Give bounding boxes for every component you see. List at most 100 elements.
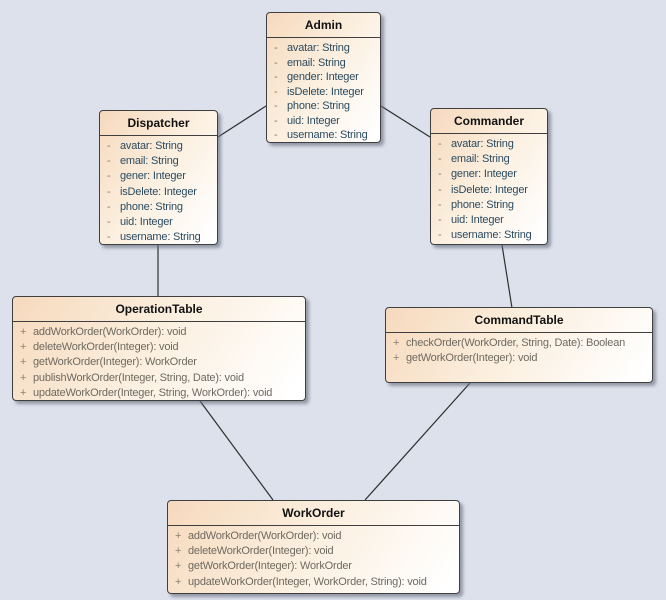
attribute-text: uid: Integer [287,114,340,127]
attribute-row: -isDelete: Integer [274,85,378,100]
public-visibility-icon: + [175,575,182,588]
class-title: Dispatcher [100,111,217,136]
method-text: getWorkOrder(Integer): void [406,352,538,365]
private-visibility-icon: - [107,231,111,244]
private-visibility-icon: - [438,213,442,226]
method-text: addWorkOrder(WorkOrder): void [33,326,187,338]
private-visibility-icon: - [438,198,442,211]
attribute-row: -isDelete: Integer [107,185,215,200]
private-visibility-icon: - [438,183,442,196]
private-visibility-icon: - [274,56,278,69]
connector-dispatcher-admin [217,105,267,138]
attribute-text: username: String [287,129,368,141]
method-row: + checkOrder(WorkOrder, String, Date): Bo… [393,336,650,351]
attribute-row: -uid: Integer [274,114,378,129]
class-title: OperationTable [13,297,305,322]
attribute-row: -uid: Integer [107,215,215,230]
attribute-row: -phone: String [107,200,215,215]
attribute-text: uid: Integer [120,215,173,228]
private-visibility-icon: - [107,140,111,152]
attribute-text: isDelete: Integer [451,183,528,196]
private-visibility-icon: - [438,153,442,166]
attribute-row: -email: String [107,154,215,169]
attribute-text: username: String [120,231,201,244]
attribute-row: -isDelete: Integer [438,183,545,198]
attribute-row: -gener: Integer [438,167,545,182]
attribute-row: -phone: String [438,198,545,213]
attribute-text: phone: String [120,200,183,213]
class-admin[interactable]: Admin -avatar: String -email: String -ge… [266,12,381,143]
class-attributes: -avatar: String -email: String -gener: I… [431,134,547,243]
class-methods: +addWorkOrder(WorkOrder): void +deleteWo… [13,322,305,400]
class-title: WorkOrder [168,501,459,526]
attribute-row: -email: String [274,56,378,71]
method-row: + getWorkOrder(Integer): WorkOrder [175,559,457,574]
attribute-text: gender: Integer [287,71,359,83]
method-row: + updateWorkOrder(Integer, String, WorkOr… [20,386,303,400]
attribute-row: -gener: Integer [107,169,215,184]
class-operationtable[interactable]: OperationTable + addWorkOrder(WorkOrder):… [12,296,306,401]
class-title: CommandTable [386,308,652,333]
attribute-text: email: String [451,153,510,166]
method-row: + addWorkOrder(WorkOrder): void [20,325,303,340]
attribute-row: -username: String [107,230,215,244]
method-text: publishWorkOrder(Integer, String, Date):… [33,371,244,384]
class-methods: + checkOrder(WorkOrder, String, Date): Bo… [386,333,652,366]
method-text: updateWorkOrder(Integer, WorkOrder, Stri… [188,575,427,588]
method-text: getWorkOrder(Integer): WorkOrder [188,560,352,573]
public-visibility-icon: + [175,545,182,558]
attribute-text: phone: String [451,198,514,211]
public-visibility-icon: + [20,371,27,384]
private-visibility-icon: - [107,200,111,213]
private-visibility-icon: - [438,168,442,181]
public-visibility-icon: + [175,560,182,573]
public-visibility-icon: + [393,337,400,349]
method-text: updateWorkOrder(Integer, String, WorkOrd… [33,386,273,399]
method-text: deleteWorkOrder(Integer): void [188,545,334,558]
method-row: + deleteWorkOrder(Integer): void [175,544,457,559]
connector-admin-commander [380,105,431,138]
attribute-row: -phone: String [274,99,378,114]
class-attributes: -avatar: String -email: String -gener: I… [100,136,217,244]
class-commander[interactable]: Commander -avatar: String -email: String… [430,108,548,245]
attribute-text: gener: Integer [120,170,186,183]
connector-commandtable-workorder [364,382,471,501]
attribute-text: username: String [451,229,532,242]
connector-operationtable-workorder [199,400,274,501]
attribute-text: phone: String [287,100,350,112]
public-visibility-icon: + [20,326,27,338]
public-visibility-icon: + [20,356,27,369]
attribute-text: avatar: String [120,140,183,152]
public-visibility-icon: + [20,341,27,354]
attribute-row: -avatar: String [274,41,378,56]
private-visibility-icon: - [274,71,278,83]
attribute-text: email: String [287,56,346,69]
attribute-row: -username: String [274,128,378,142]
attribute-row: -uid: Integer [438,213,545,228]
attribute-row: -avatar: String [107,139,215,154]
attribute-row: -username: String [438,228,545,243]
class-dispatcher[interactable]: Dispatcher -avatar: String -email: Strin… [99,110,218,245]
class-commandtable[interactable]: CommandTable + checkOrder(WorkOrder, Stri… [385,307,653,383]
method-row: +getWorkOrder(Integer): void [393,351,650,366]
private-visibility-icon: - [107,215,111,228]
public-visibility-icon: + [175,530,182,542]
attribute-row: -email: String [438,152,545,167]
private-visibility-icon: - [274,129,278,141]
public-visibility-icon: + [20,386,27,399]
private-visibility-icon: - [107,170,111,183]
attribute-text: isDelete: Integer [287,85,364,98]
method-row: + publishWorkOrder(Integer, String, Date)… [20,371,303,386]
method-text: addWorkOrder(WorkOrder): void [188,530,342,542]
private-visibility-icon: - [274,100,278,112]
attribute-row: -gender: Integer [274,70,378,85]
attribute-text: isDelete: Integer [120,185,197,198]
class-workorder[interactable]: WorkOrder + addWorkOrder(WorkOrder): void… [167,500,460,594]
method-text: checkOrder(WorkOrder, String, Date): Boo… [406,337,626,349]
private-visibility-icon: - [274,42,278,54]
attribute-text: uid: Integer [451,213,504,226]
private-visibility-icon: - [438,138,442,150]
attribute-text: email: String [120,155,179,168]
